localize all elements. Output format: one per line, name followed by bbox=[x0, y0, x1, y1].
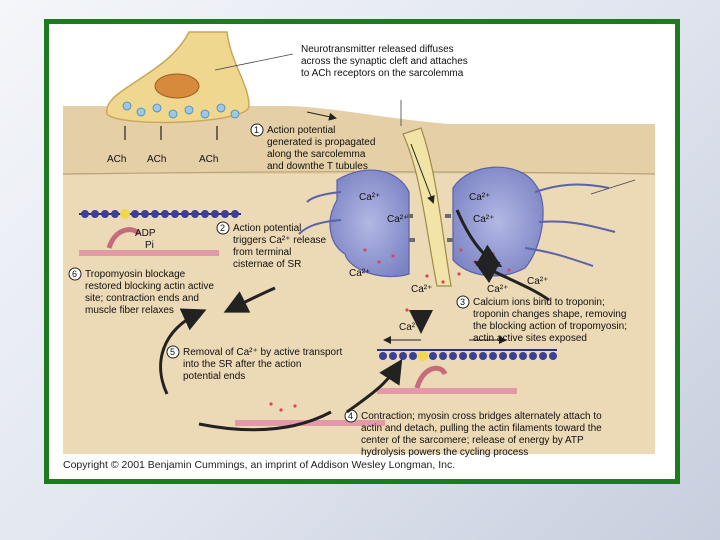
excitation-contraction-diagram: Neurotransmitter released diffuses acros… bbox=[57, 31, 663, 459]
calcium-label: Ca²⁺ bbox=[469, 192, 490, 203]
relaxed-filament bbox=[79, 209, 241, 256]
svg-text:4: 4 bbox=[348, 411, 353, 421]
myosin-head bbox=[106, 227, 141, 249]
step-2: 2 Action potential triggers Ca²⁺ release… bbox=[216, 221, 329, 270]
sarcolemma-band bbox=[63, 106, 655, 174]
svg-text:Calcium ions bind to troponin;: Calcium ions bind to troponin; troponin … bbox=[473, 297, 630, 344]
ach-label: ACh bbox=[147, 154, 166, 165]
copyright-notice: Copyright © 2001 Benjamin Cummings, an i… bbox=[63, 459, 456, 471]
calcium-label: Ca²⁺ bbox=[527, 276, 548, 287]
pi-label: Pi bbox=[145, 240, 154, 251]
calcium-label: Ca²⁺ bbox=[359, 192, 380, 203]
sarcoplasmic-reticulum-right bbox=[452, 166, 544, 277]
t-tubule-channels bbox=[407, 214, 453, 242]
troponin bbox=[120, 209, 130, 219]
calcium-label: Ca²⁺ bbox=[399, 322, 420, 333]
calcium-label: Ca²⁺ bbox=[473, 214, 494, 225]
svg-text:1: 1 bbox=[254, 125, 259, 135]
adp-label: ADP bbox=[135, 228, 156, 239]
svg-text:Contraction; myosin cross brid: Contraction; myosin cross bridges altern… bbox=[361, 411, 604, 458]
calcium-label: Ca²⁺ bbox=[349, 268, 370, 279]
svg-text:5: 5 bbox=[170, 347, 175, 357]
step-4: 4 Contraction; myosin cross bridges alte… bbox=[344, 409, 604, 458]
svg-text:Tropomyosin blockage res: Tropomyosin blockage restored blocking a… bbox=[85, 269, 217, 316]
mitochondrion bbox=[154, 73, 200, 99]
step-3: 3 Calcium ions bind to troponin; troponi… bbox=[456, 295, 630, 344]
calcium-label: Ca²⁺ bbox=[411, 284, 432, 295]
svg-text:6: 6 bbox=[72, 269, 77, 279]
svg-text:Action potential trigger: Action potential triggers Ca²⁺ release f… bbox=[233, 223, 329, 270]
sr-tubules bbox=[298, 183, 616, 267]
svg-text:2: 2 bbox=[220, 223, 225, 233]
step-6: 6 Tropomyosin blockage restored blocking… bbox=[68, 267, 217, 316]
step-5: 5 Removal of Ca²⁺ by active transport in… bbox=[166, 345, 345, 382]
propagation-arrow bbox=[306, 111, 337, 121]
calcium-label: Ca²⁺ bbox=[487, 284, 508, 295]
t-tubule bbox=[402, 127, 452, 287]
top-caption: Neurotransmitter released diffuses acros… bbox=[301, 44, 471, 79]
ach-receptors bbox=[124, 126, 218, 140]
svg-text:3: 3 bbox=[460, 297, 465, 307]
step-1: 1 Action potential generated is propagat… bbox=[250, 123, 378, 172]
thick-filament-bottom bbox=[235, 420, 385, 426]
actin-beads bbox=[81, 210, 239, 218]
svg-text:Removal of Ca²⁺ by active tran: Removal of Ca²⁺ by active transport into… bbox=[183, 347, 345, 382]
thick-filament bbox=[79, 250, 219, 256]
ach-label: ACh bbox=[199, 154, 218, 165]
svg-text:Action potential generat: Action potential generated is propagated… bbox=[267, 125, 378, 172]
calcium-label: Ca²⁺ bbox=[387, 214, 408, 225]
contracting-filament bbox=[377, 336, 557, 394]
synaptic-vesicles bbox=[122, 101, 240, 119]
sarcoplasmic-reticulum-left bbox=[329, 169, 410, 278]
cycle-arrows bbox=[159, 209, 550, 432]
slide-frame: Neurotransmitter released diffuses acros… bbox=[44, 19, 680, 484]
ach-label: ACh bbox=[107, 154, 126, 165]
